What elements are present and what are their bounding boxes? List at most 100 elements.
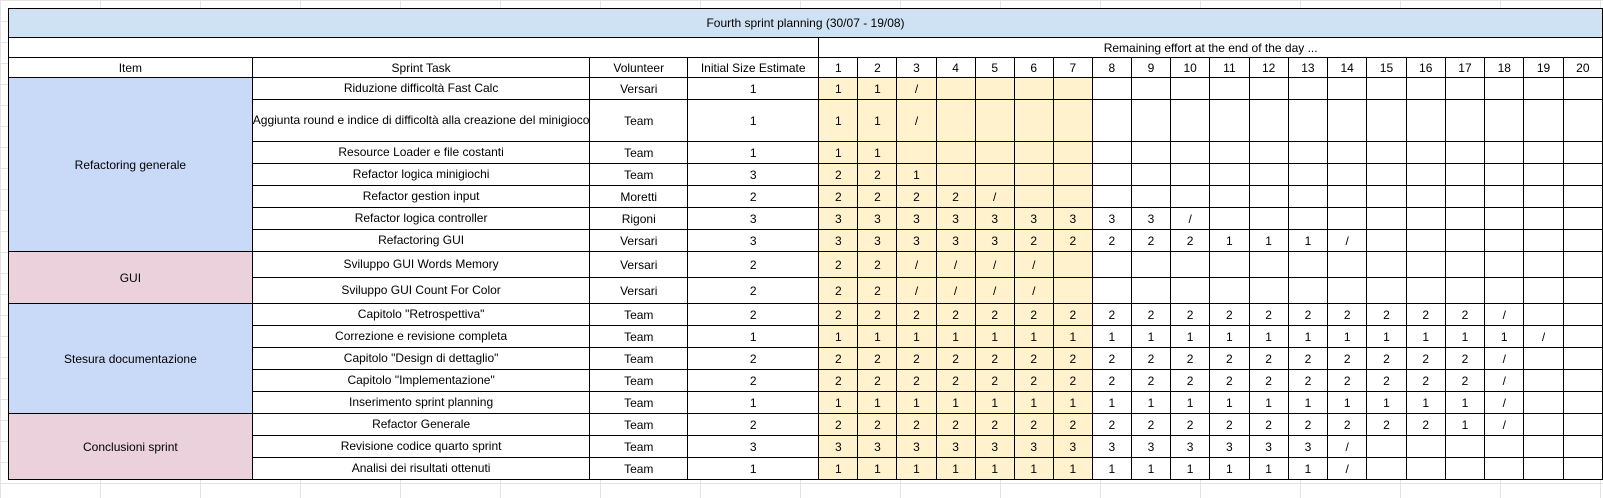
effort-cell[interactable]: 1 <box>1013 391 1054 414</box>
effort-cell[interactable]: 1 <box>1170 325 1211 348</box>
effort-cell[interactable]: 1 <box>935 457 976 480</box>
effort-cell[interactable] <box>1562 207 1603 230</box>
effort-cell[interactable] <box>1444 251 1486 278</box>
volunteer-cell[interactable]: Team <box>589 391 689 414</box>
day-column-header[interactable]: 15 <box>1366 57 1407 78</box>
day-column-header[interactable]: 14 <box>1327 57 1368 78</box>
effort-cell[interactable] <box>1366 141 1407 164</box>
effort-cell[interactable]: 2 <box>1405 347 1446 370</box>
volunteer-cell[interactable]: Versari <box>589 251 689 278</box>
effort-cell[interactable] <box>1327 185 1368 208</box>
effort-cell[interactable] <box>1091 277 1132 304</box>
effort-cell[interactable] <box>1366 435 1407 458</box>
effort-cell[interactable]: / <box>1484 391 1525 414</box>
effort-cell[interactable]: 1 <box>896 163 937 186</box>
effort-cell[interactable]: 2 <box>1209 413 1250 436</box>
effort-cell[interactable] <box>1327 99 1368 142</box>
task-cell[interactable]: Correzione e revisione completa <box>251 325 591 348</box>
effort-cell[interactable] <box>1562 369 1603 392</box>
task-cell[interactable]: Refactor logica minigiochi <box>251 163 591 186</box>
effort-cell[interactable]: 1 <box>1130 391 1172 414</box>
task-cell[interactable]: Capitolo "Design di dettaglio" <box>251 347 591 370</box>
day-column-header[interactable]: 9 <box>1130 57 1172 78</box>
effort-cell[interactable]: 1 <box>1248 325 1289 348</box>
effort-cell[interactable]: / <box>896 277 937 304</box>
effort-cell[interactable]: 1 <box>818 325 859 348</box>
day-column-header[interactable]: 3 <box>896 57 937 78</box>
task-cell[interactable]: Sviluppo GUI Words Memory <box>251 251 591 278</box>
effort-cell[interactable] <box>1484 77 1525 100</box>
effort-cell[interactable]: / <box>1327 457 1368 480</box>
volunteer-cell[interactable]: Team <box>589 435 689 458</box>
effort-cell[interactable]: 2 <box>818 251 859 278</box>
day-column-header[interactable]: 18 <box>1484 57 1525 78</box>
effort-cell[interactable]: 2 <box>935 369 976 392</box>
volunteer-cell[interactable]: Moretti <box>589 185 689 208</box>
day-column-header[interactable]: 8 <box>1091 57 1132 78</box>
effort-cell[interactable]: 1 <box>1130 457 1172 480</box>
effort-cell[interactable]: 2 <box>1013 229 1054 252</box>
day-column-header[interactable]: 7 <box>1052 57 1093 78</box>
effort-cell[interactable]: 2 <box>1091 413 1132 436</box>
effort-cell[interactable] <box>1209 141 1250 164</box>
effort-cell[interactable]: 1 <box>1209 457 1250 480</box>
effort-cell[interactable]: 1 <box>857 99 898 142</box>
effort-cell[interactable] <box>896 141 937 164</box>
effort-cell[interactable] <box>1405 435 1446 458</box>
effort-cell[interactable]: 2 <box>1248 347 1289 370</box>
effort-cell[interactable] <box>1013 141 1054 164</box>
effort-cell[interactable]: 3 <box>935 435 976 458</box>
effort-cell[interactable] <box>1248 77 1289 100</box>
effort-cell[interactable] <box>1170 77 1211 100</box>
day-column-header[interactable]: 6 <box>1013 57 1054 78</box>
effort-cell[interactable] <box>1523 369 1564 392</box>
effort-cell[interactable]: 1 <box>1209 391 1250 414</box>
estimate-cell[interactable]: 2 <box>687 303 820 326</box>
day-column-header[interactable]: 13 <box>1287 57 1329 78</box>
effort-cell[interactable]: / <box>1484 347 1525 370</box>
effort-cell[interactable] <box>1013 163 1054 186</box>
effort-cell[interactable] <box>1562 185 1603 208</box>
effort-cell[interactable]: 2 <box>935 303 976 326</box>
effort-cell[interactable] <box>1366 207 1407 230</box>
effort-cell[interactable] <box>1444 277 1486 304</box>
group-item-cell[interactable]: Refactoring generale <box>8 77 253 252</box>
task-cell[interactable]: Inserimento sprint planning <box>251 391 591 414</box>
effort-cell[interactable]: 2 <box>1366 303 1407 326</box>
effort-cell[interactable]: 3 <box>1287 435 1329 458</box>
effort-cell[interactable] <box>1444 185 1486 208</box>
effort-cell[interactable]: 1 <box>1170 457 1211 480</box>
effort-cell[interactable]: / <box>1327 435 1368 458</box>
day-column-header[interactable]: 20 <box>1562 57 1603 78</box>
effort-cell[interactable] <box>1287 99 1329 142</box>
effort-cell[interactable] <box>1287 141 1329 164</box>
estimate-cell[interactable]: 1 <box>687 325 820 348</box>
effort-cell[interactable] <box>1130 185 1172 208</box>
effort-cell[interactable]: 2 <box>1287 369 1329 392</box>
effort-cell[interactable]: / <box>1170 207 1211 230</box>
effort-cell[interactable] <box>1052 251 1093 278</box>
effort-cell[interactable] <box>1405 163 1446 186</box>
effort-cell[interactable]: 2 <box>1052 303 1093 326</box>
effort-cell[interactable]: 1 <box>1444 325 1486 348</box>
effort-cell[interactable] <box>974 163 1015 186</box>
effort-header[interactable]: Remaining effort at the end of the day .… <box>818 37 1603 58</box>
effort-cell[interactable] <box>1484 435 1525 458</box>
effort-cell[interactable]: 2 <box>1170 369 1211 392</box>
volunteer-cell[interactable]: Team <box>589 163 689 186</box>
effort-cell[interactable]: 2 <box>1091 369 1132 392</box>
effort-cell[interactable]: 1 <box>896 325 937 348</box>
effort-cell[interactable]: 2 <box>1327 413 1368 436</box>
effort-cell[interactable] <box>1523 251 1564 278</box>
effort-cell[interactable]: 3 <box>1091 207 1132 230</box>
effort-cell[interactable]: 2 <box>1287 413 1329 436</box>
effort-cell[interactable]: 3 <box>818 229 859 252</box>
effort-cell[interactable]: 2 <box>1405 413 1446 436</box>
effort-cell[interactable] <box>1562 229 1603 252</box>
effort-cell[interactable]: 1 <box>818 77 859 100</box>
effort-cell[interactable]: / <box>1013 277 1054 304</box>
effort-cell[interactable] <box>1052 185 1093 208</box>
effort-cell[interactable] <box>1091 163 1132 186</box>
effort-cell[interactable] <box>1366 99 1407 142</box>
estimate-cell[interactable]: 1 <box>687 457 820 480</box>
